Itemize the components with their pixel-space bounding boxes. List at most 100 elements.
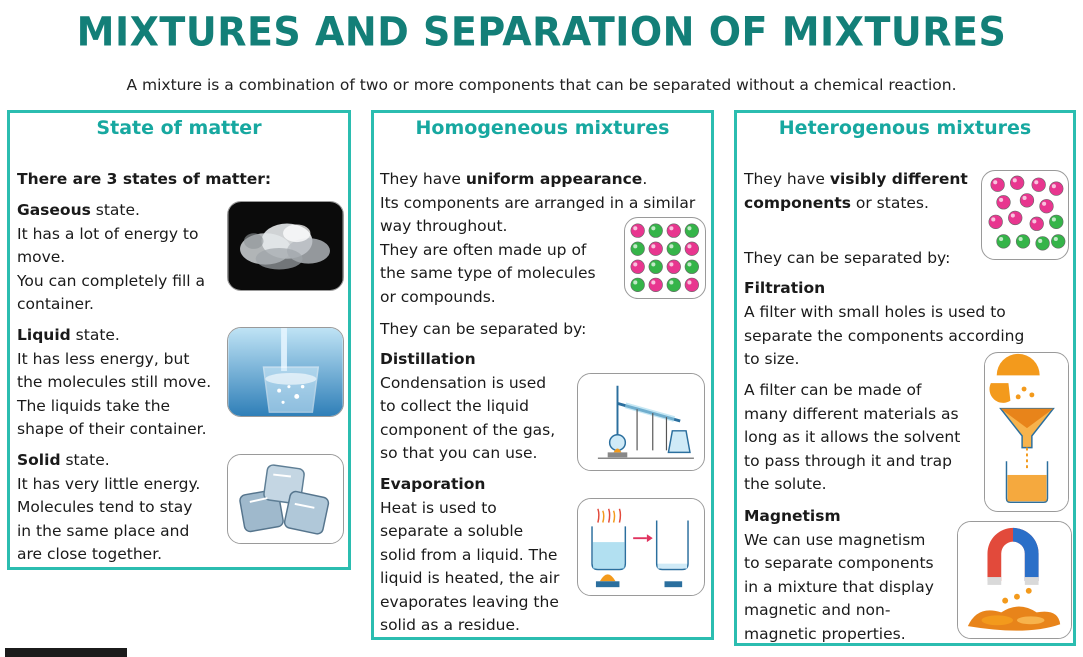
gaseous-line: container.	[17, 295, 94, 313]
particle	[648, 277, 663, 292]
solid-title: Solid state.	[17, 451, 110, 469]
particle-highlight	[669, 280, 674, 285]
evaporation-apparatus-image	[577, 498, 705, 596]
particle-highlight	[999, 197, 1004, 202]
particle	[684, 277, 699, 292]
particle	[1035, 236, 1050, 251]
page-subtitle: A mixture is a combination of two or mor…	[126, 76, 957, 94]
particle	[1051, 234, 1066, 249]
distillation-line: component of the gas,	[380, 421, 556, 439]
particle-highlight	[651, 244, 656, 249]
distillation-line: Condensation is used	[380, 374, 547, 392]
particle	[666, 241, 681, 256]
magnet-image	[957, 521, 1072, 639]
filtration-line: long as it allows the solvent	[744, 428, 961, 446]
filtration-title: Filtration	[744, 279, 826, 297]
magnetism-title: Magnetism	[744, 507, 841, 525]
liquid-line: The liquids take the	[17, 397, 171, 415]
solid-line: Molecules tend to stay	[17, 498, 193, 516]
particle	[648, 241, 663, 256]
particle-highlight	[1012, 178, 1017, 183]
evaporation-line: solid from a liquid. The	[380, 546, 558, 564]
particle	[1049, 181, 1064, 196]
particle-highlight	[1042, 201, 1047, 206]
particle	[648, 223, 663, 238]
filtration-line: A filter with small holes is used to	[744, 303, 1006, 321]
magnetism-line: magnetic properties.	[744, 625, 906, 643]
ice-cubes-image	[227, 454, 344, 544]
evaporation-line: solid as a residue.	[380, 616, 520, 634]
particle-highlight	[1010, 213, 1015, 218]
particle	[1049, 214, 1064, 229]
distillation-apparatus-image	[577, 373, 705, 471]
particle	[1029, 216, 1044, 231]
smoke-image	[227, 201, 344, 291]
footer-bar	[5, 648, 127, 657]
particle	[684, 259, 699, 274]
evaporation-line: Heat is used to	[380, 499, 497, 517]
heterogeneous-heading: Heterogenous mixtures	[778, 117, 1032, 139]
mixed-particles-image	[981, 170, 1069, 260]
homogeneous-line: They have uniform appearance.	[380, 170, 648, 188]
particle	[666, 259, 681, 274]
distillation-title: Distillation	[380, 350, 476, 368]
particle-highlight	[651, 280, 656, 285]
particle-highlight	[651, 262, 656, 267]
particle	[630, 241, 645, 256]
particle-highlight	[633, 226, 638, 231]
particle-highlight	[633, 262, 638, 267]
homogeneous-panel: Homogeneous mixtures They have uniform a…	[371, 110, 714, 640]
solid-line: It has very little energy.	[17, 475, 201, 493]
filtration-line: to size.	[744, 350, 800, 368]
particle-highlight	[1022, 195, 1027, 200]
particle	[1010, 175, 1025, 190]
particle-highlight	[1038, 238, 1043, 243]
particle	[684, 223, 699, 238]
filtration-funnel-image	[984, 352, 1069, 512]
heterogeneous-panel: Heterogenous mixtures They have visibly …	[734, 110, 1076, 646]
particle	[1039, 199, 1054, 214]
particle-highlight	[687, 226, 692, 231]
separated-by-label: They can be separated by:	[744, 249, 951, 267]
filtration-line: separate the components according	[744, 327, 1025, 345]
particle	[1015, 234, 1031, 249]
magnetism-line: to separate components	[744, 554, 934, 572]
particle-highlight	[669, 244, 674, 249]
heterogeneous-line: components or states.	[744, 194, 929, 212]
page-title: MIXTURES AND SEPARATION OF MIXTURES	[76, 8, 1007, 56]
particle-highlight	[651, 226, 656, 231]
liquid-line: the molecules still move.	[17, 373, 212, 391]
filtration-line: many different materials as	[744, 405, 959, 423]
particle	[630, 223, 645, 238]
particle	[996, 234, 1011, 249]
particle	[996, 195, 1011, 210]
particle-highlight	[687, 280, 692, 285]
magnetism-line: magnetic and non-	[744, 601, 891, 619]
homogeneous-line: or compounds.	[380, 288, 496, 306]
evaporation-line: liquid is heated, the air	[380, 569, 560, 587]
particle-highlight	[687, 262, 692, 267]
particle	[648, 259, 663, 274]
homogeneous-line: Its components are arranged in a similar	[380, 194, 696, 212]
gaseous-line: It has a lot of energy to	[17, 225, 199, 243]
uniform-particles-image	[624, 217, 706, 299]
particle-highlight	[1018, 236, 1023, 242]
homogeneous-line: They are often made up of	[380, 241, 587, 259]
particle	[1031, 177, 1046, 192]
particle-highlight	[999, 236, 1004, 242]
liquid-line: It has less energy, but	[17, 350, 190, 368]
particle	[666, 223, 681, 238]
homogeneous-line: way throughout.	[380, 217, 508, 235]
particle-highlight	[669, 262, 674, 267]
evaporation-line: evaporates leaving the	[380, 593, 559, 611]
particle	[988, 214, 1003, 229]
liquid-title: Liquid state.	[17, 326, 120, 344]
particle	[630, 277, 645, 292]
evaporation-title: Evaporation	[380, 475, 486, 493]
particle	[1008, 210, 1023, 226]
gaseous-line: move.	[17, 248, 66, 266]
liquid-line: shape of their container.	[17, 420, 207, 438]
heterogeneous-line: They have visibly different	[744, 170, 968, 188]
particle-highlight	[633, 244, 638, 249]
distillation-line: to collect the liquid	[380, 397, 529, 415]
